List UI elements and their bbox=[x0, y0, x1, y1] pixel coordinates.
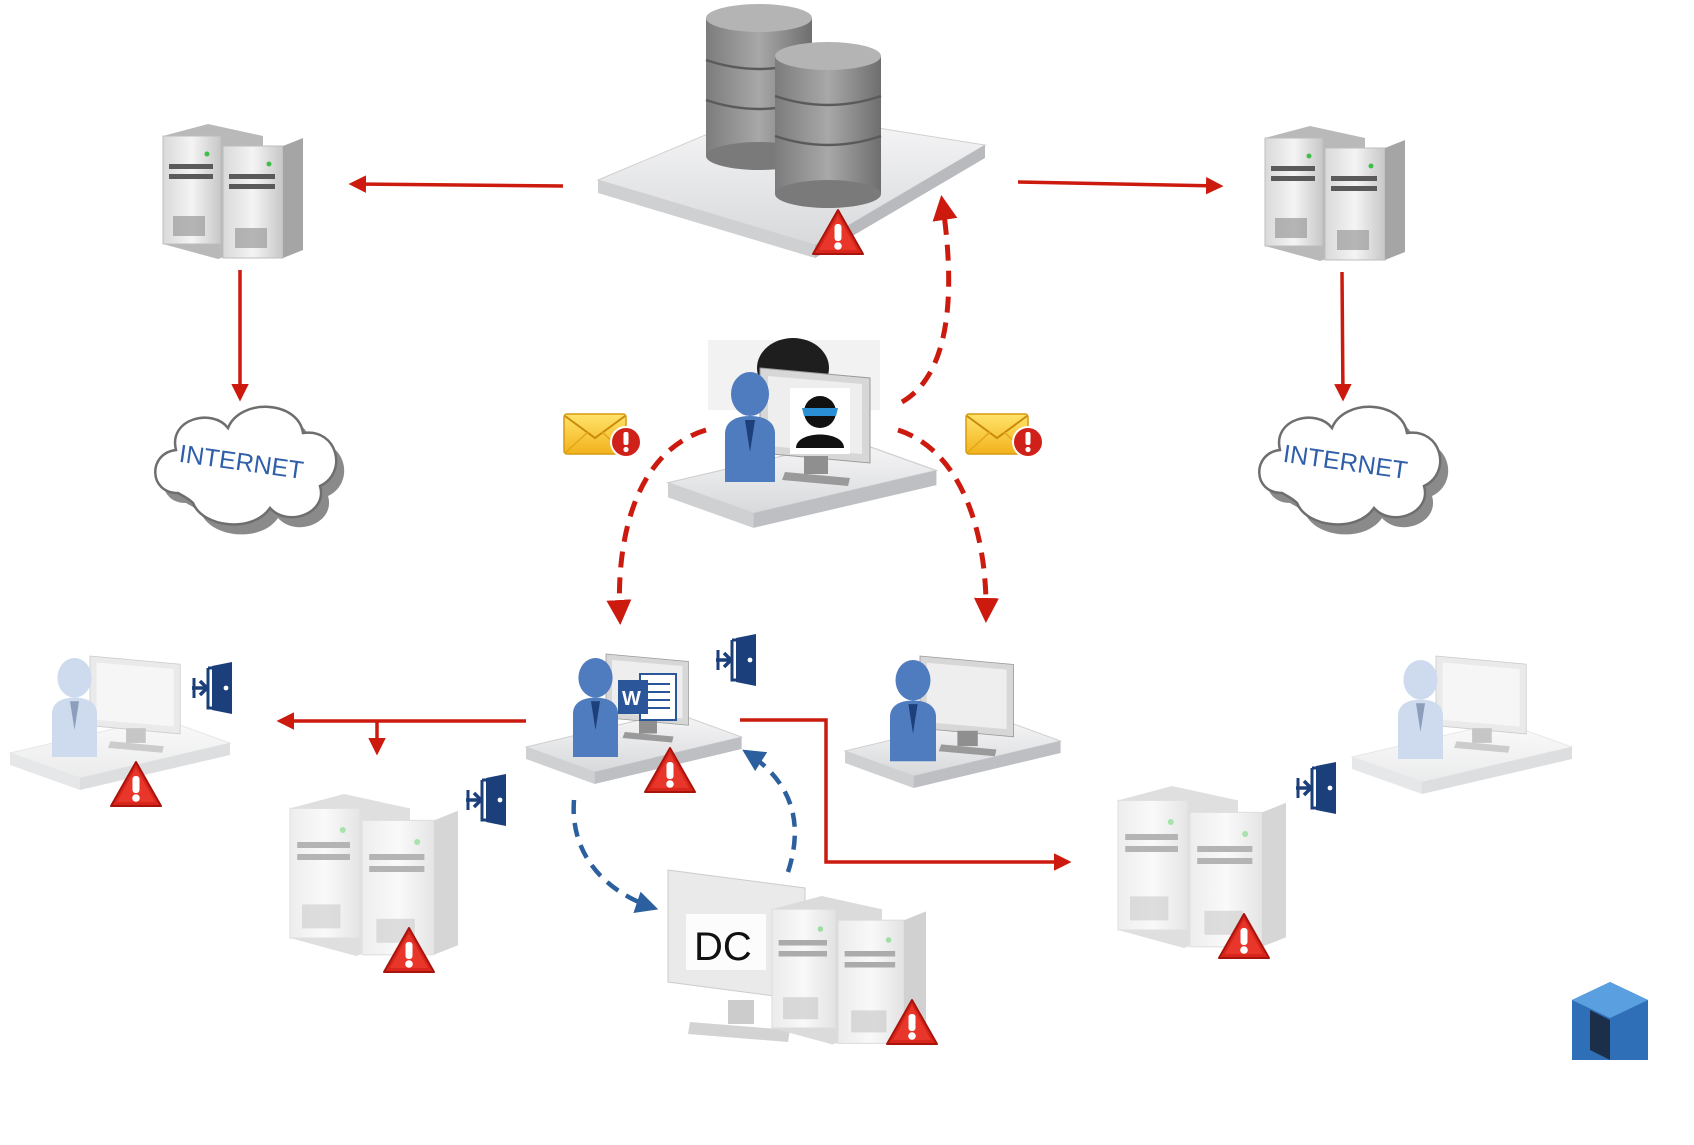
left-lower-servers bbox=[290, 794, 458, 973]
login-door-icon bbox=[190, 660, 234, 716]
dc-label: DC bbox=[694, 925, 752, 969]
malicious-email-icon bbox=[563, 413, 642, 458]
server-tower-icon bbox=[1118, 786, 1286, 948]
login-door-icon bbox=[464, 772, 508, 828]
arrow-db-to-right-servers bbox=[1017, 176, 1224, 195]
login-door-icon bbox=[714, 632, 758, 688]
server-tower-icon bbox=[290, 794, 458, 956]
dashed-attacker-to-database bbox=[900, 195, 958, 405]
server-tower-icon bbox=[162, 123, 304, 260]
user-workstation-node bbox=[844, 655, 1062, 789]
database-node bbox=[596, 4, 987, 258]
brand-logo bbox=[1572, 982, 1648, 1060]
dashed-attacker-to-victim bbox=[606, 427, 707, 625]
dashed-dc-to-victim bbox=[742, 749, 797, 873]
connections bbox=[231, 175, 1352, 913]
arrow-db-to-left-servers bbox=[348, 175, 564, 193]
arrow-right-servers-to-internet bbox=[1334, 271, 1352, 402]
right-lower-servers bbox=[1118, 786, 1286, 959]
dashed-attacker-to-workstation bbox=[897, 427, 999, 623]
arrow-victim-to-right-servers bbox=[740, 718, 1072, 871]
word-document-icon: W bbox=[618, 673, 677, 721]
server-tower-icon bbox=[1264, 125, 1406, 262]
user-workstation-icon bbox=[890, 660, 936, 762]
right-workstation-node bbox=[1351, 655, 1573, 795]
domain-controller-node: DC bbox=[667, 869, 938, 1046]
dashed-victim-to-dc bbox=[571, 799, 659, 913]
database-stack-icon bbox=[705, 4, 882, 208]
victim-workstation-node: W bbox=[525, 653, 743, 793]
login-door-icon bbox=[1294, 760, 1338, 816]
attacker-node bbox=[667, 338, 938, 529]
internet-cloud-left: INTERNET bbox=[153, 405, 346, 536]
svg-text:W: W bbox=[622, 688, 641, 710]
left-workstation-node bbox=[9, 655, 231, 807]
attacker-workstation-icon bbox=[790, 388, 850, 454]
internet-cloud-right: INTERNET bbox=[1257, 405, 1450, 536]
malicious-email-icon bbox=[965, 413, 1044, 458]
